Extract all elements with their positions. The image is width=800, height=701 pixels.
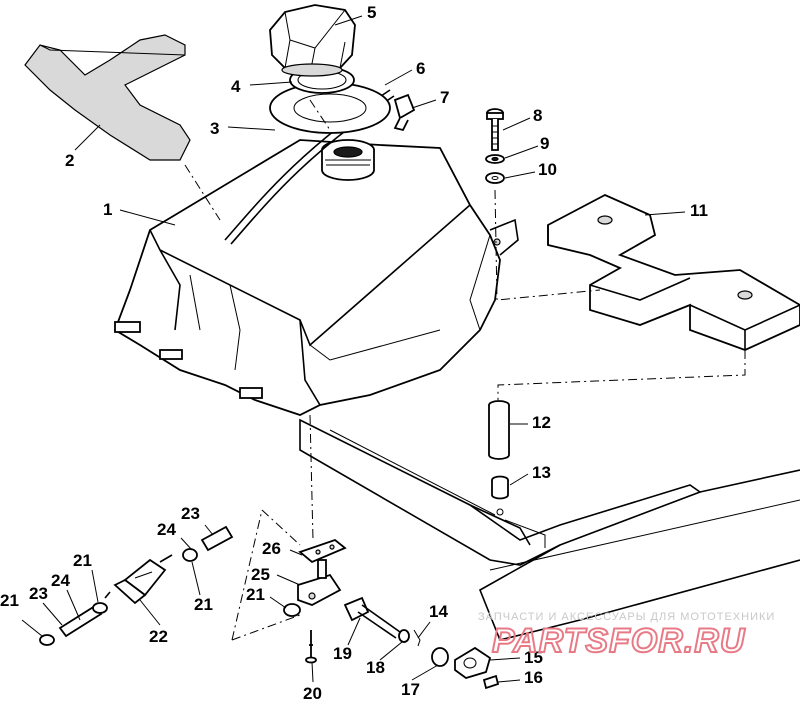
- callout-20: 20: [303, 684, 322, 701]
- fuel-filter-part-22: [104, 554, 173, 605]
- o-ring-part-18: [398, 629, 410, 643]
- knob-part-17: [431, 647, 449, 667]
- callout-14: 14: [429, 602, 448, 621]
- screw-part-20: [305, 630, 317, 664]
- callout-2: 2: [65, 151, 74, 170]
- clamp-part-21-right: [283, 603, 301, 617]
- fuel-cap-part-5: [269, 4, 356, 77]
- clamp-part-21-c: [182, 548, 198, 562]
- callout-23a: 23: [29, 584, 48, 603]
- seat-pad-part-11: [547, 194, 800, 351]
- hose-part-23-right: [200, 525, 234, 552]
- callout-16: 16: [524, 668, 543, 687]
- callout-24a: 24: [51, 571, 70, 590]
- callout-15: 15: [524, 648, 543, 667]
- filter-screen-part-19: [343, 596, 401, 639]
- callout-25: 25: [251, 565, 270, 584]
- clamp-part-21-b: [92, 602, 108, 614]
- callout-labels: 1234567891011121314151617181920212121212…: [0, 3, 708, 701]
- callout-24b: 24: [157, 520, 176, 539]
- callout-4: 4: [231, 77, 241, 96]
- frame-rail: [299, 418, 800, 641]
- bracket-part-26: [298, 538, 347, 564]
- callout-7: 7: [440, 88, 449, 107]
- bolt-part-8: [486, 108, 504, 151]
- callout-6: 6: [416, 59, 425, 78]
- spacer-part-12: [488, 400, 510, 460]
- washer-part-10: [485, 172, 505, 184]
- vent-fitting-part-7: [393, 93, 416, 132]
- hose-part-23-left: [58, 604, 103, 638]
- callout-3: 3: [210, 119, 219, 138]
- fuel-tank-part-1: [113, 89, 519, 416]
- washer-part-14: [413, 629, 421, 647]
- petcock-part-25: [297, 559, 342, 606]
- tank-pad-part-2: [24, 34, 191, 161]
- callout-18: 18: [366, 658, 385, 677]
- callout-1: 1: [103, 200, 112, 219]
- callout-8: 8: [533, 106, 542, 125]
- callout-21c: 21: [194, 595, 213, 614]
- lever-part-15: [454, 646, 492, 679]
- callout-21a: 21: [0, 591, 19, 610]
- clamp-part-21-a: [39, 634, 55, 646]
- callout-21b: 21: [73, 551, 92, 570]
- watermark: ЗАПЧАСТИ И АКСЕССУАРЫ ДЛЯ МОТОТЕХНИКИ PA…: [478, 611, 775, 661]
- callout-17: 17: [401, 680, 420, 699]
- callout-12: 12: [532, 413, 551, 432]
- callout-23b: 23: [181, 504, 200, 523]
- callout-10: 10: [538, 160, 557, 179]
- assembly-lines: [184, 99, 746, 641]
- callout-11: 11: [690, 201, 708, 220]
- callout-9: 9: [540, 134, 549, 153]
- callout-26: 26: [262, 539, 281, 558]
- callout-5: 5: [367, 3, 376, 22]
- washer-part-9: [485, 154, 505, 164]
- bushing-part-13: [491, 475, 509, 516]
- screw-part-16: [482, 674, 500, 690]
- callout-19: 19: [333, 644, 352, 663]
- watermark-brand: PARTSFOR.RU: [492, 622, 746, 660]
- leader-lines: [21, 15, 686, 683]
- callout-13: 13: [532, 463, 551, 482]
- callout-22: 22: [149, 627, 168, 646]
- watermark-tagline: ЗАПЧАСТИ И АКСЕССУАРЫ ДЛЯ МОТОТЕХНИКИ: [478, 611, 775, 623]
- callout-21d: 21: [246, 585, 265, 604]
